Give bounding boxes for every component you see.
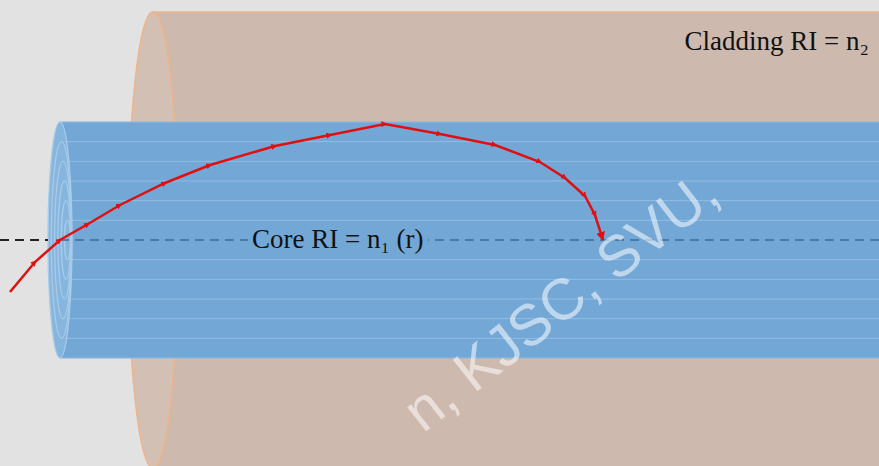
core-region: Core RI = n₁ (r) bbox=[48, 122, 879, 358]
cladding-label: Cladding RI = n₂ bbox=[685, 26, 869, 57]
cladding-shape bbox=[128, 12, 879, 466]
core-shape bbox=[48, 122, 879, 358]
fiber-axis bbox=[60, 239, 879, 241]
core-label: Core RI = n₁ (r) bbox=[248, 224, 428, 255]
cladding-region: Cladding RI = n₂ Core RI = n₁ (r) bbox=[128, 12, 879, 466]
axis-outside bbox=[0, 239, 48, 241]
